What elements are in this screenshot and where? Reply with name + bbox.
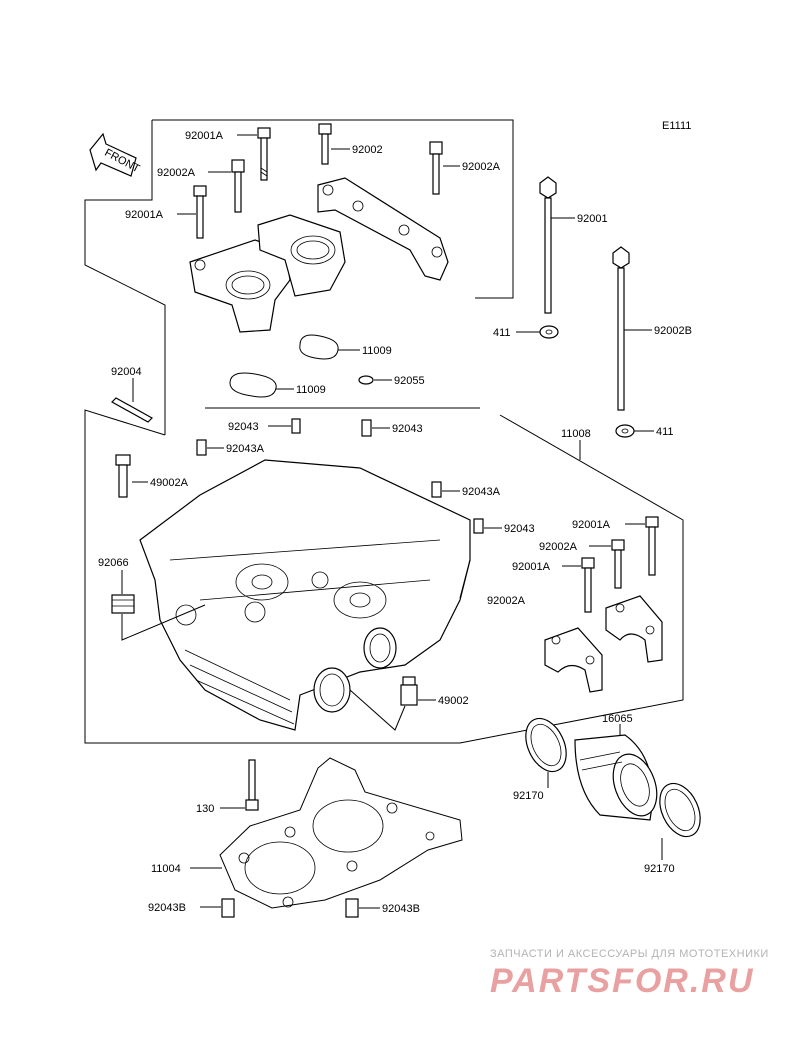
bolt-92001-long <box>539 176 557 314</box>
label-92043B-a: 92043B <box>148 902 186 914</box>
cylinder-head <box>139 459 471 731</box>
dowel-92043-b <box>361 419 372 437</box>
label-92002A-left: 92002A <box>157 167 196 179</box>
dowel-92043B-a <box>221 898 235 918</box>
intake-holder-16065 <box>574 734 658 821</box>
label-92001: 92001 <box>577 213 608 225</box>
label-92043A-a: 92043A <box>226 443 265 455</box>
dowel-92043-a <box>291 418 301 434</box>
washer-411-b <box>615 424 635 438</box>
front-arrow-icon: FRONT <box>89 132 142 177</box>
clamp-92170-a <box>525 717 567 773</box>
label-49002A: 49002A <box>150 477 189 489</box>
label-92043-c: 92043 <box>504 523 535 535</box>
label-411-a: 411 <box>493 327 511 339</box>
label-92002: 92002 <box>352 144 383 156</box>
label-92004: 92004 <box>111 366 142 378</box>
clamp-92170-b <box>659 782 701 838</box>
label-92170-b: 92170 <box>644 863 675 875</box>
bolt-130 <box>245 759 259 811</box>
head-gasket-11004 <box>219 757 463 909</box>
label-92002A-right: 92002A <box>539 541 578 553</box>
bolt-92001A-right-lower <box>581 557 595 613</box>
bolt-92002-top <box>318 123 332 165</box>
label-11008: 11008 <box>561 428 591 440</box>
label-92043-b: 92043 <box>392 423 423 435</box>
label-11009-b: 11009 <box>296 384 326 396</box>
dowel-92043-c <box>473 518 484 534</box>
label-92043A-b: 92043A <box>462 486 501 498</box>
bolt-92002A-top-left <box>231 159 245 213</box>
label-92001A: 92001A <box>185 130 224 142</box>
watermark-tagline: ЗАПЧАСТИ И АКСЕССУАРЫ ДЛЯ МОТОТЕХНИКИ <box>490 948 769 960</box>
label-11009-a: 11009 <box>362 345 392 357</box>
label-92170-a: 92170 <box>513 790 544 802</box>
stud-92004 <box>111 397 153 423</box>
camshaft-cap-right <box>605 595 663 663</box>
camshaft-cap-left <box>544 627 603 693</box>
label-16065: 16065 <box>602 713 633 725</box>
dowel-92043A-a <box>196 439 207 456</box>
gasket-11009-a <box>299 334 339 360</box>
watermark-logo: PARTSFOR.RU <box>490 962 755 1000</box>
dowel-92043A-b <box>431 481 442 498</box>
plug-92066 <box>111 594 135 614</box>
camshaft-holder-front <box>189 239 291 333</box>
label-92055: 92055 <box>394 375 425 387</box>
label-92066: 92066 <box>98 557 129 569</box>
washer-411-a <box>539 325 559 339</box>
cylinder-head-group-frame <box>84 409 684 744</box>
bolt-92002A-right <box>611 539 625 589</box>
label-411-b: 411 <box>656 426 674 438</box>
bolt-92002A-top-right <box>429 141 443 195</box>
label-92001A-right: 92001A <box>572 519 611 531</box>
label-130: 130 <box>196 803 214 815</box>
label-92002A-head: 92002A <box>487 595 526 607</box>
label-49002: 49002 <box>438 695 469 707</box>
camshaft-cap-rear <box>317 177 449 281</box>
oring-92055 <box>358 375 374 385</box>
bolt-92001A-left <box>193 185 207 239</box>
gasket-11009-b <box>229 372 277 398</box>
label-92002A: 92002A <box>462 161 501 173</box>
camshaft-holder-rear <box>257 214 346 297</box>
label-92043-a: 92043 <box>228 421 259 433</box>
bolt-92001A-right-upper <box>645 516 659 576</box>
camshaft-cap-group-frame <box>84 119 514 435</box>
sensor-49002 <box>400 676 418 706</box>
bolt-92001A-top <box>257 127 271 181</box>
label-92001A-right-lower: 92001A <box>512 561 551 573</box>
diagram-code: E1111 <box>662 120 691 132</box>
label-92043B-b: 92043B <box>382 903 420 915</box>
label-92001A-left: 92001A <box>125 209 164 221</box>
label-92002B: 92002B <box>654 325 692 337</box>
sensor-49002A <box>115 454 131 498</box>
dowel-92043B-b <box>345 898 359 918</box>
bolt-92002B-long <box>612 246 630 411</box>
label-11004: 11004 <box>151 863 181 875</box>
